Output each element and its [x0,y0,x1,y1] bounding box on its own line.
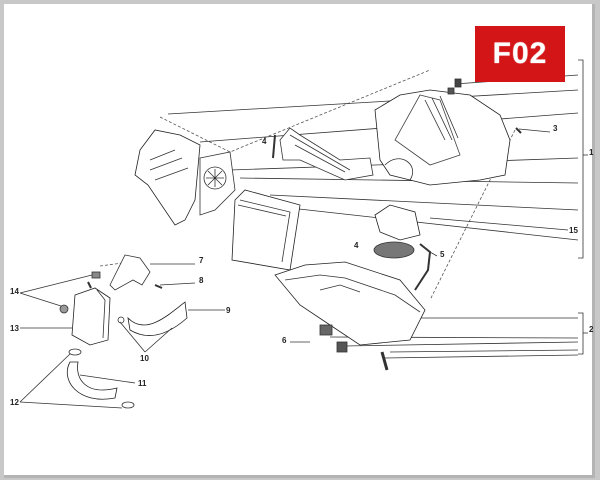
callout-5: 5 [440,250,445,259]
callout-15: 15 [569,226,578,235]
callout-11: 11 [138,379,147,388]
diagram-code-badge: F02 [475,26,565,82]
callout-3: 3 [553,124,558,133]
callout-4-mesh: 4 [354,241,359,250]
callout-4-gasket: 4 [262,137,267,146]
callout-7: 7 [199,256,204,265]
callout-2: 2 [589,325,594,334]
callout-14: 14 [10,287,19,296]
callout-13: 13 [10,324,19,333]
callout-9: 9 [226,306,231,315]
callout-8: 8 [199,276,204,285]
callout-10: 10 [140,354,149,363]
callout-6: 6 [282,336,287,345]
callout-12: 12 [10,398,19,407]
callout-1: 1 [589,148,594,157]
